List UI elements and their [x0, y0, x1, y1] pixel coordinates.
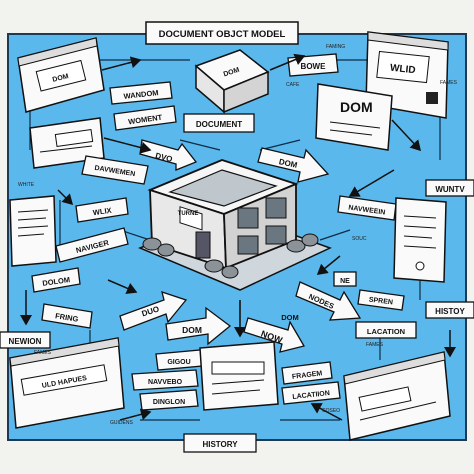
navweein-banner: NAVWEEIN	[337, 195, 397, 221]
fragem-label: FRAGEM	[292, 370, 323, 381]
duo-arrow: DUO	[119, 291, 188, 331]
coseo-note: COSEO	[322, 408, 340, 414]
dvo-label: DVO	[154, 151, 173, 164]
dom-nodes-arrow: NODES DOM	[281, 281, 362, 322]
browser-window-bottom-center	[199, 341, 279, 411]
fames-top-right-note: FAMES	[440, 80, 458, 86]
lacation-label: LACATION	[367, 327, 405, 336]
spren-banner: SPREN	[357, 289, 405, 311]
history-label: HISTORY	[202, 440, 238, 449]
dom-nodes-label: DOM	[281, 313, 299, 322]
house-sign-label: TURNE	[178, 211, 199, 217]
lacatiion-label: LACATIION	[292, 390, 330, 401]
tablet-left	[9, 195, 57, 267]
naviger-banner: NAVIGER	[55, 227, 129, 263]
fring-label: FRING	[55, 311, 80, 324]
navvebo-label: NAVVEBO	[148, 379, 183, 386]
faming-note: FAMING	[326, 44, 345, 50]
newion-label: NEWION	[9, 337, 42, 346]
spren-label: SPREN	[368, 297, 393, 307]
browser-window-top-left: DOM	[17, 37, 105, 113]
woment-banner: WOMENT	[113, 105, 177, 131]
lacation-banner: LACATION	[355, 321, 417, 339]
dom-arrow-mid: DOM	[165, 306, 232, 346]
dom-arrow-label: DOM	[278, 157, 298, 170]
bowe-banner: BOWE	[287, 53, 339, 77]
fragem-banner: FRAGEM	[281, 361, 333, 385]
histoy-banner: HISTOY	[425, 301, 474, 319]
document-label: DOCUMENT	[196, 120, 242, 129]
fring-banner: FRING	[41, 303, 93, 329]
wlix-banner: WLIX	[75, 197, 129, 223]
title-banner: DOCUMENT OBJCT MODEL	[145, 21, 299, 45]
house-icon: TURNE	[138, 159, 332, 291]
souc-note: SOUC	[352, 236, 367, 242]
fames-left-note: FAMES	[34, 350, 52, 356]
wuntv-banner: WUNTV	[425, 179, 474, 197]
history-banner: HISTORY	[183, 433, 257, 453]
guidens-note: GUIDENS	[110, 420, 133, 426]
wandom-banner: WANDOM	[109, 81, 173, 105]
histoy-label: HISTOY	[435, 307, 465, 316]
dom-box-label: DOM	[223, 67, 241, 79]
browser-window-bottom-right	[343, 351, 451, 441]
ne-label: NE	[340, 278, 350, 285]
white-note: WHITE	[18, 182, 35, 188]
dvo-arrow: DVO	[139, 139, 198, 171]
dom-right-label: DOM	[340, 99, 373, 115]
tablet-right	[393, 197, 447, 283]
gigou-banner: GIGOU	[155, 349, 203, 371]
dom-mid-label: DOM	[182, 325, 202, 335]
dolom-banner: DOLOM	[31, 267, 81, 293]
dom-window-label: DOM	[52, 73, 70, 84]
navvebo-banner: NAVVEBO	[131, 369, 199, 391]
wandom-label: WANDOM	[123, 88, 159, 101]
ne-banner: NE	[333, 271, 357, 287]
flow-arrows	[20, 53, 456, 421]
house-bushes	[142, 233, 319, 279]
lacatiion-banner: LACATIION	[281, 381, 341, 405]
newion-banner: NEWION	[0, 331, 51, 349]
browser-window-bottom-left: ULD HAPUES	[9, 337, 125, 429]
dom-arrow-right: DOM	[257, 147, 330, 183]
wlix-label: WLIX	[92, 206, 112, 218]
cafe-note: CAFE	[286, 82, 300, 88]
dinglon-banner: DINGLON	[139, 389, 199, 411]
bowe-label: BOWE	[301, 62, 327, 71]
document-banner: DOCUMENT	[183, 113, 255, 133]
title-text: DOCUMENT OBJCT MODEL	[159, 29, 286, 40]
dolom-label: DOLOM	[42, 275, 71, 288]
gigou-label: GIGOU	[167, 359, 190, 366]
wlid-label: WLID	[389, 63, 416, 77]
dom-box-top: DOM	[194, 49, 270, 114]
davwemen-banner: DAVWEMEN	[81, 155, 149, 185]
wuntv-label: WUNTV	[435, 185, 465, 194]
dinglon-label: DINGLON	[153, 399, 185, 406]
dom-window-right: DOM	[315, 83, 393, 151]
fames-bottom-right-note: FAMES	[366, 342, 384, 348]
